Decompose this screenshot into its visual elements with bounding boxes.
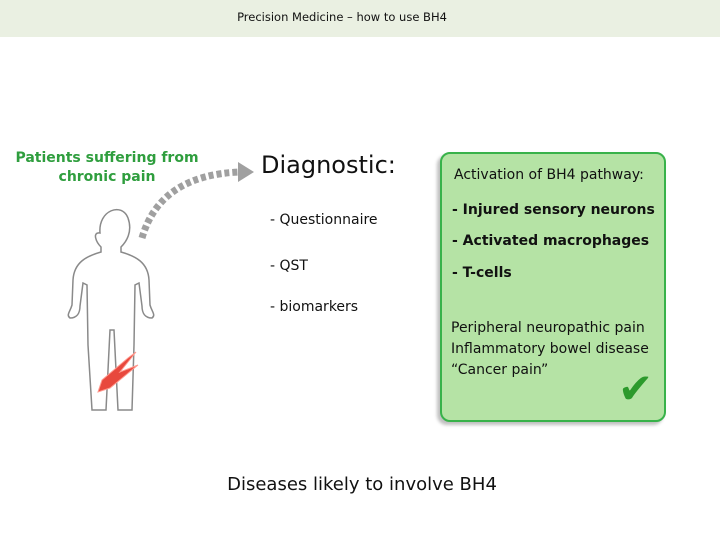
activation-item-neurons: - Injured sensory neurons <box>452 202 655 218</box>
page-title: Precision Medicine – how to use BH4 <box>237 10 447 24</box>
footer-caption: Diseases likely to involve BH4 <box>227 474 497 495</box>
disease-cancer-pain: “Cancer pain” <box>451 362 549 378</box>
arrow-head-icon <box>238 162 254 182</box>
disease-ibd: Inflammatory bowel disease <box>451 341 649 357</box>
activation-item-macrophages: - Activated macrophages <box>452 233 650 249</box>
diagnostic-item-questionnaire: - Questionnaire <box>270 212 378 228</box>
checkmark-icon: ✔ <box>618 364 654 413</box>
dashed-arrow <box>138 168 241 240</box>
patients-label: Patients suffering from chronic pain <box>15 150 199 185</box>
header-bar: Precision Medicine – how to use BH4 <box>0 0 720 37</box>
activation-title: Activation of BH4 pathway: <box>454 167 644 183</box>
diagnostic-item-qst: - QST <box>270 258 308 274</box>
diagnostic-item-biomarkers: - biomarkers <box>270 299 359 315</box>
activation-item-tcells: - T-cells <box>452 265 512 281</box>
diagnostic-title: Diagnostic: <box>261 151 396 179</box>
pain-bolt-icon <box>97 351 139 393</box>
human-figure-icon <box>67 208 155 411</box>
bh4-activation-box <box>440 152 666 422</box>
disease-neuropathic: Peripheral neuropathic pain <box>451 320 645 336</box>
